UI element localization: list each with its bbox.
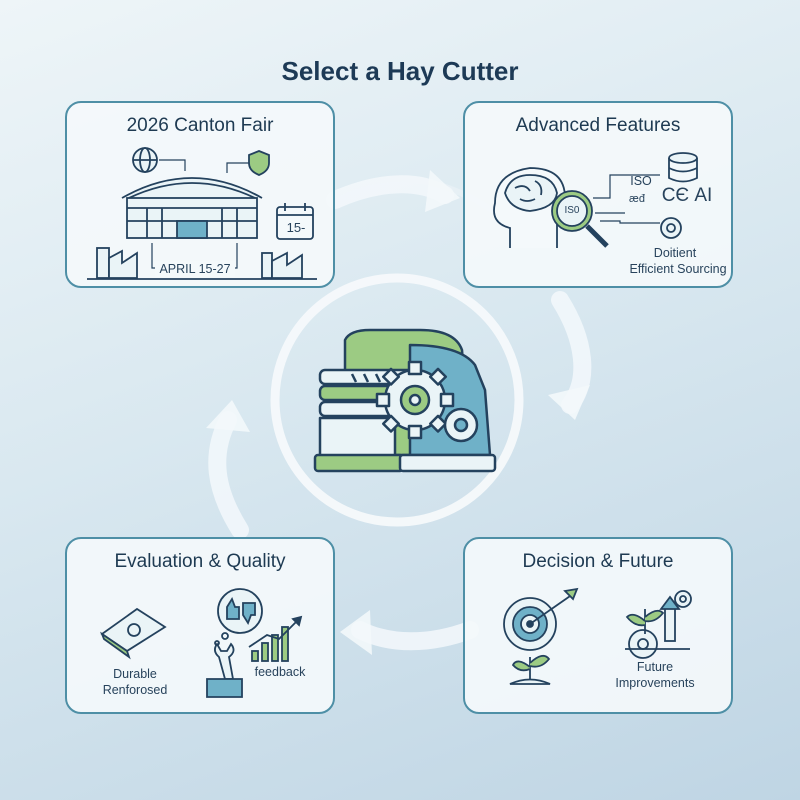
wrench-hand-icon <box>206 642 243 698</box>
page-title: Select a Hay Cutter <box>281 56 519 86</box>
caption-doitient: Doitient <box>653 246 697 260</box>
exhibition-hall-icon <box>121 177 263 239</box>
small-mark: æđ <box>629 193 645 205</box>
thumbs-icon <box>214 588 263 646</box>
calendar-date: 15- <box>286 220 306 235</box>
card-title-canton-fair: 2026 Canton Fair <box>126 115 274 136</box>
calendar-icon <box>276 203 314 240</box>
blade-icon <box>100 607 167 660</box>
caption-efficient-sourcing: Efficient Sourcing <box>629 262 727 276</box>
iso-label: ISO <box>630 174 652 188</box>
caption-improvements: Improvements <box>615 676 695 690</box>
growth-chart-icon <box>248 615 303 662</box>
magnifier-text: IS0 <box>564 205 580 216</box>
caption-future: Future <box>636 660 674 674</box>
gear-icon <box>660 217 682 239</box>
factory-icon <box>96 247 303 279</box>
card-advanced-features[interactable]: Advanced Features ISO IS0 æđ CЄ AI Doiti… <box>463 101 733 288</box>
date-badge: APRIL 15-27 <box>155 261 235 277</box>
card-title-advanced-features: Advanced Features <box>515 115 681 136</box>
sprout-icon <box>509 654 551 685</box>
card-title-decision-future: Decision & Future <box>522 551 674 572</box>
hub-ring <box>270 273 524 527</box>
head-brain-icon <box>493 167 566 248</box>
feedback-label: feedback <box>254 665 306 679</box>
globe-icon <box>132 147 158 173</box>
card-evaluation-quality[interactable]: Evaluation & Quality Durable Renforose <box>65 537 335 714</box>
target-icon <box>503 587 579 651</box>
magnifier-icon <box>551 190 609 248</box>
caption-durable: Durable <box>113 667 157 681</box>
shield-icon <box>248 150 270 176</box>
hay-cutter-icon <box>313 328 497 473</box>
card-canton-fair[interactable]: 2026 Canton Fair <box>65 101 335 288</box>
database-icon <box>668 152 698 183</box>
card-decision-future[interactable]: Decision & Future Futu <box>463 537 733 714</box>
card-title-evaluation-quality: Evaluation & Quality <box>114 551 286 572</box>
caption-renforosed: Renforosed <box>102 683 168 697</box>
growth-gear-icon <box>625 590 692 659</box>
ce-ai-label: CЄ AI <box>661 185 713 206</box>
